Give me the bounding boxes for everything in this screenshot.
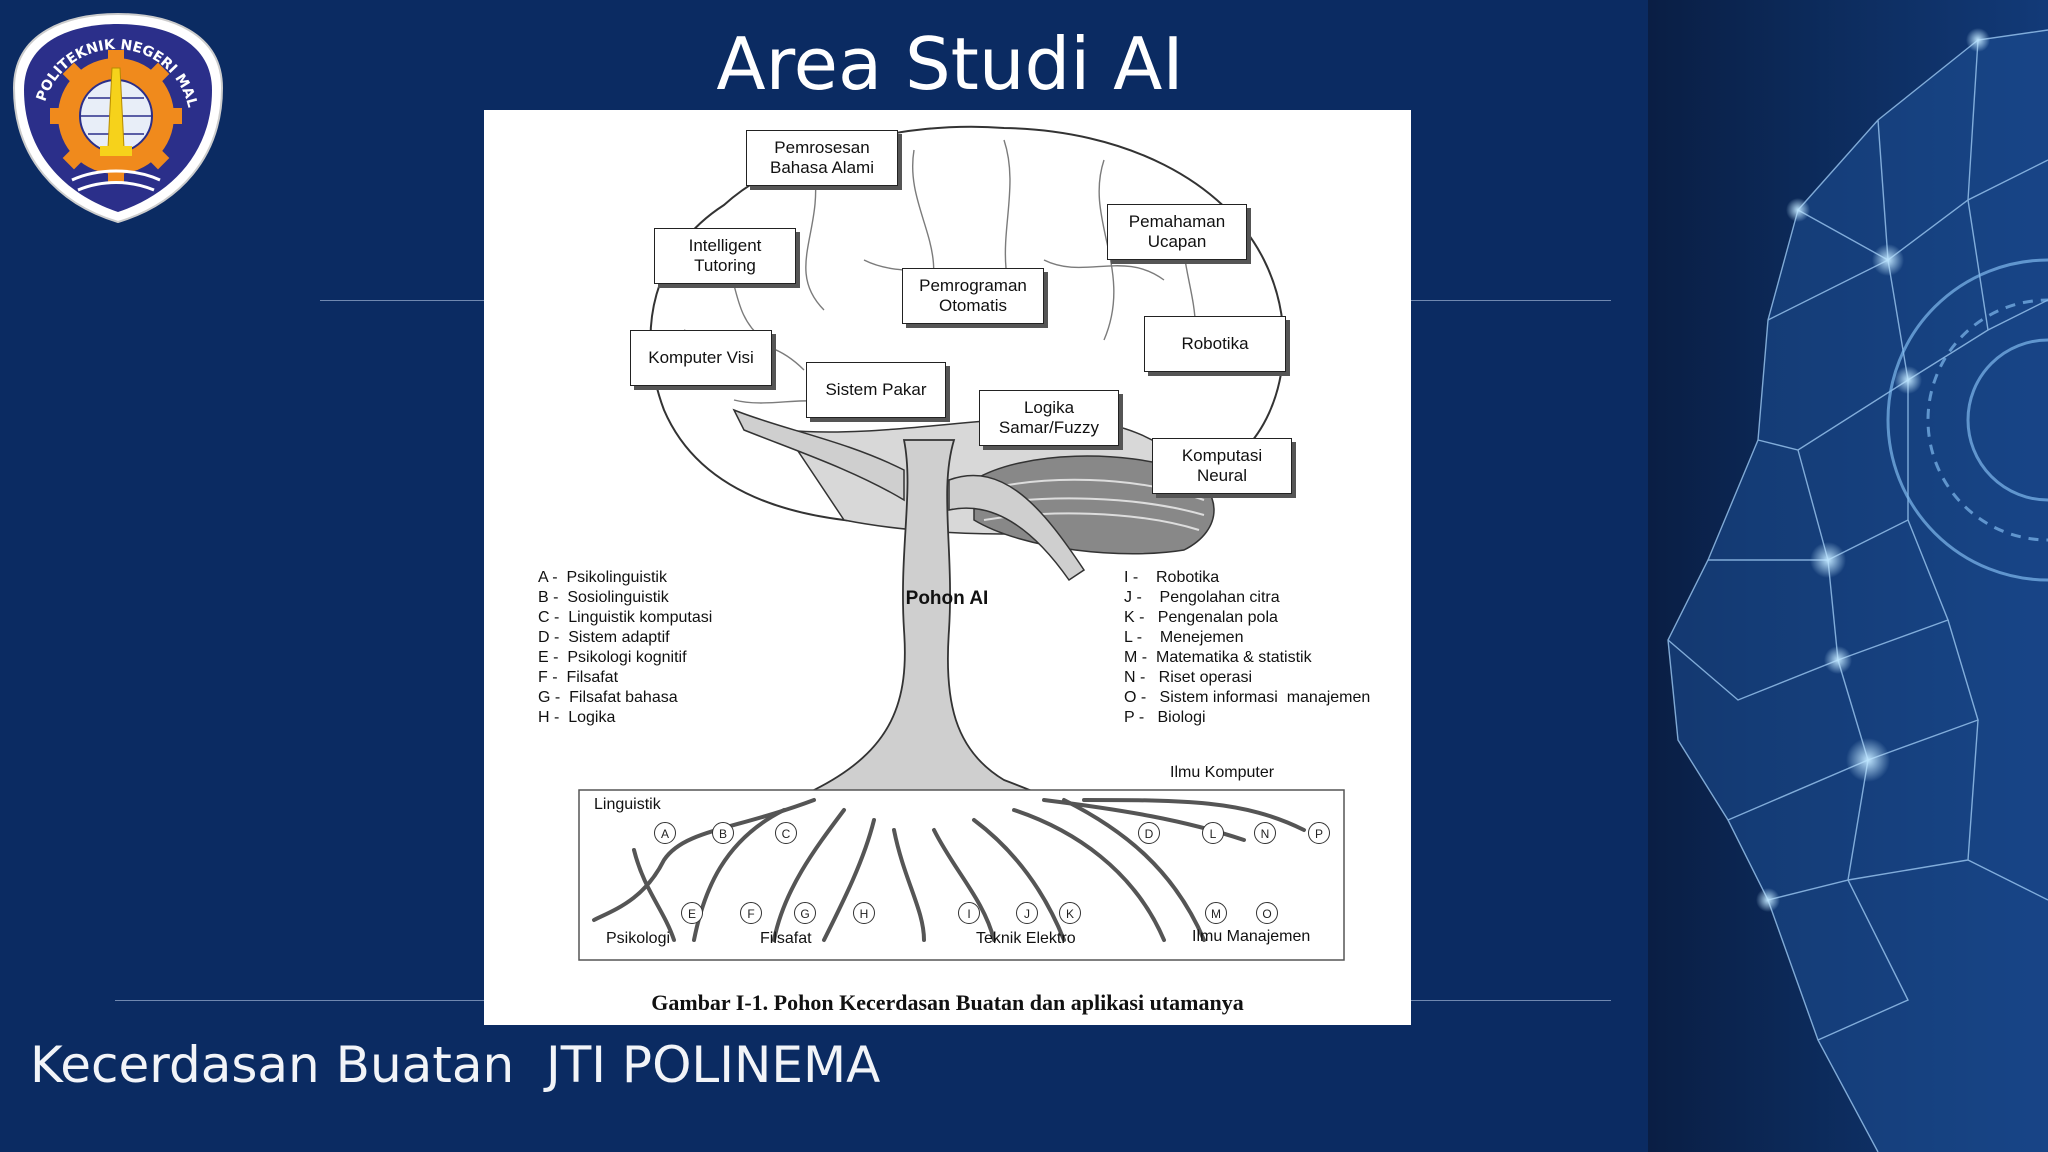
divider-bottom-right [1411, 1000, 1611, 1001]
legend-item: C - Linguistik komputasi [538, 609, 713, 626]
divider-bottom-left [115, 1000, 484, 1001]
legend-item: I - Robotika [1124, 569, 1220, 586]
box-intelligent-tutoring: Intelligent Tutoring [654, 228, 796, 284]
legend-item: D - Sistem adaptif [538, 629, 670, 646]
root-node-o: O [1256, 902, 1278, 924]
root-node-a: A [654, 822, 676, 844]
footer-text: Kecerdasan Buatan JTI POLINEMA [30, 1036, 881, 1094]
ai-tree-figure: Pemrosesan Bahasa Alami Intelligent Tuto… [484, 110, 1411, 1025]
legend-item: P - Biologi [1124, 709, 1206, 726]
legend-right: I - Robotika J - Pengolahan citra K - Pe… [1124, 568, 1370, 728]
legend-item: M - Matematika & statistik [1124, 649, 1312, 666]
root-node-d: D [1138, 822, 1160, 844]
box-autoprog: Pemrograman Otomatis [902, 268, 1044, 324]
legend-item: F - Filsafat [538, 669, 619, 686]
trunk-label: Pohon AI [905, 588, 989, 609]
box-fuzzy: Logika Samar/Fuzzy [979, 390, 1119, 446]
root-node-h: H [853, 902, 875, 924]
root-node-l: L [1202, 822, 1224, 844]
legend-item: H - Logika [538, 709, 616, 726]
divider-top-left [320, 300, 484, 301]
root-node-b: B [712, 822, 734, 844]
root-label-teknik-elektro: Teknik Elektro [976, 930, 1076, 947]
root-node-g: G [794, 902, 816, 924]
root-node-f: F [740, 902, 762, 924]
root-label-psikologi: Psikologi [606, 930, 671, 947]
root-label-filsafat: Filsafat [760, 930, 812, 947]
root-node-n: N [1254, 822, 1276, 844]
legend-item: J - Pengolahan citra [1124, 589, 1280, 606]
root-node-k: K [1059, 902, 1081, 924]
divider-top-right [1411, 300, 1611, 301]
legend-item: N - Riset operasi [1124, 669, 1253, 686]
box-vision: Komputer Visi [630, 330, 772, 386]
root-node-e: E [681, 902, 703, 924]
box-speech: Pemahaman Ucapan [1107, 204, 1247, 260]
box-nlp: Pemrosesan Bahasa Alami [746, 130, 898, 186]
legend-item: A - Psikolinguistik [538, 569, 667, 586]
legend-item: O - Sistem informasi manajemen [1124, 689, 1371, 706]
root-label-linguistik: Linguistik [594, 796, 661, 813]
root-label-ilmu-komputer: Ilmu Komputer [1170, 764, 1275, 781]
legend-item: B - Sosiolinguistik [538, 589, 669, 606]
legend-left: A - Psikolinguistik B - Sosiolinguistik … [538, 568, 712, 728]
root-node-j: J [1016, 902, 1038, 924]
root-node-p: P [1308, 822, 1330, 844]
ai-face-illustration [1648, 0, 2048, 1152]
legend-item: G - Filsafat bahasa [538, 689, 678, 706]
root-node-c: C [775, 822, 797, 844]
legend-item: K - Pengenalan pola [1124, 609, 1278, 626]
figure-caption: Gambar I-1. Pohon Kecerdasan Buatan dan … [651, 990, 1244, 1015]
root-node-i: I [958, 902, 980, 924]
box-robotics: Robotika [1144, 316, 1286, 372]
slide-title: Area Studi AI [716, 22, 1184, 106]
box-expert: Sistem Pakar [806, 362, 946, 418]
legend-item: L - Menejemen [1124, 629, 1244, 646]
polinema-logo: POLITEKNIK NEGERI MALANG [2, 0, 228, 228]
legend-item: E - Psikologi kognitif [538, 649, 687, 666]
root-node-m: M [1205, 902, 1227, 924]
box-neural: Komputasi Neural [1152, 438, 1292, 494]
root-label-ilmu-manajemen: Ilmu Manajemen [1192, 928, 1311, 945]
